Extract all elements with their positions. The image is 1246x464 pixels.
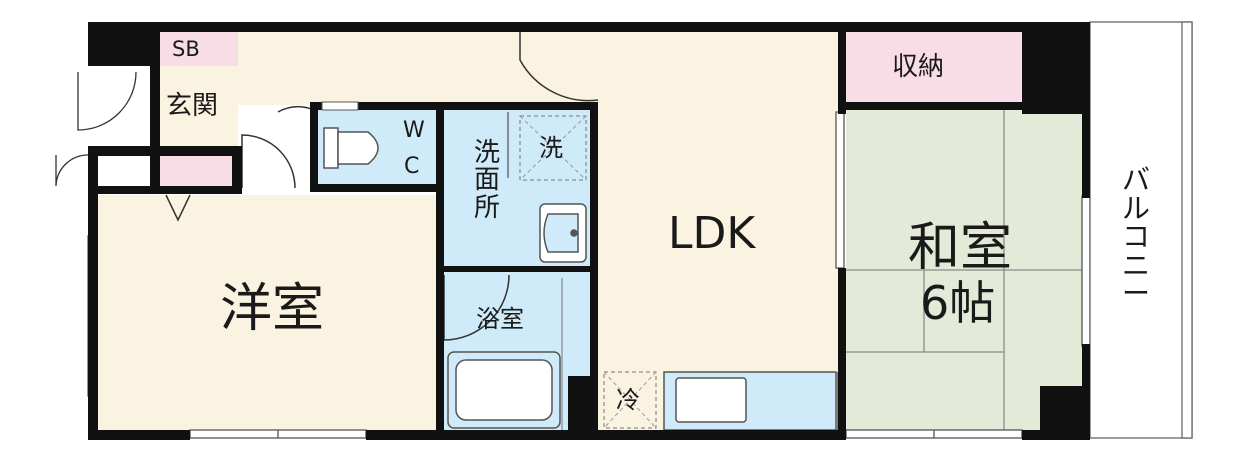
senmenjo-char-3: 所 xyxy=(474,192,501,223)
youshitsu-label: 洋室 xyxy=(220,279,325,339)
shuno-label: 収納 xyxy=(892,52,945,82)
sb-floor xyxy=(158,30,238,66)
kitchen-sink xyxy=(675,377,747,423)
tatami-lines xyxy=(846,110,1082,432)
shuno-floor xyxy=(846,30,1022,102)
walls xyxy=(88,22,1090,440)
balcony-char-5: ー xyxy=(1122,277,1151,311)
sb-label: SB xyxy=(172,37,200,61)
washitsu-floor xyxy=(846,110,1082,432)
yokushitsu-label: 浴室 xyxy=(476,305,524,333)
youshitsu-floor xyxy=(96,195,440,433)
balcony xyxy=(1089,21,1193,439)
washing-machine-label: 洗 xyxy=(539,134,563,162)
washitsu-label: 和室 xyxy=(908,218,1013,278)
toilet-bowl xyxy=(337,131,379,165)
wc-label-c: C xyxy=(404,154,420,179)
door-swings xyxy=(55,32,599,341)
ldk-floor xyxy=(598,30,838,432)
senmenjo-char-2: 面 xyxy=(474,165,501,196)
washing-machine-space xyxy=(519,115,587,181)
genkan-label: 玄関 xyxy=(166,91,219,121)
balcony-char-1: バ xyxy=(1122,163,1151,196)
toilet-tank xyxy=(323,127,339,169)
entry-storage xyxy=(158,150,238,190)
balcony-char-2: ル xyxy=(1122,191,1151,225)
balcony-label: バ ル コ ニ ー xyxy=(1122,163,1151,311)
senmenjo-label: 洗 面 所 xyxy=(474,138,501,223)
genkan-floor xyxy=(158,60,238,150)
washitsu-size-label: 6帖 xyxy=(920,276,996,330)
senmenjo-char-1: 洗 xyxy=(474,138,501,168)
balcony-char-4: ニ xyxy=(1122,248,1151,282)
ldk-label: LDK xyxy=(668,208,756,259)
fridge-label: 冷 xyxy=(616,386,640,414)
balcony-char-3: コ xyxy=(1122,220,1151,254)
wc-label-w: W xyxy=(403,118,425,143)
